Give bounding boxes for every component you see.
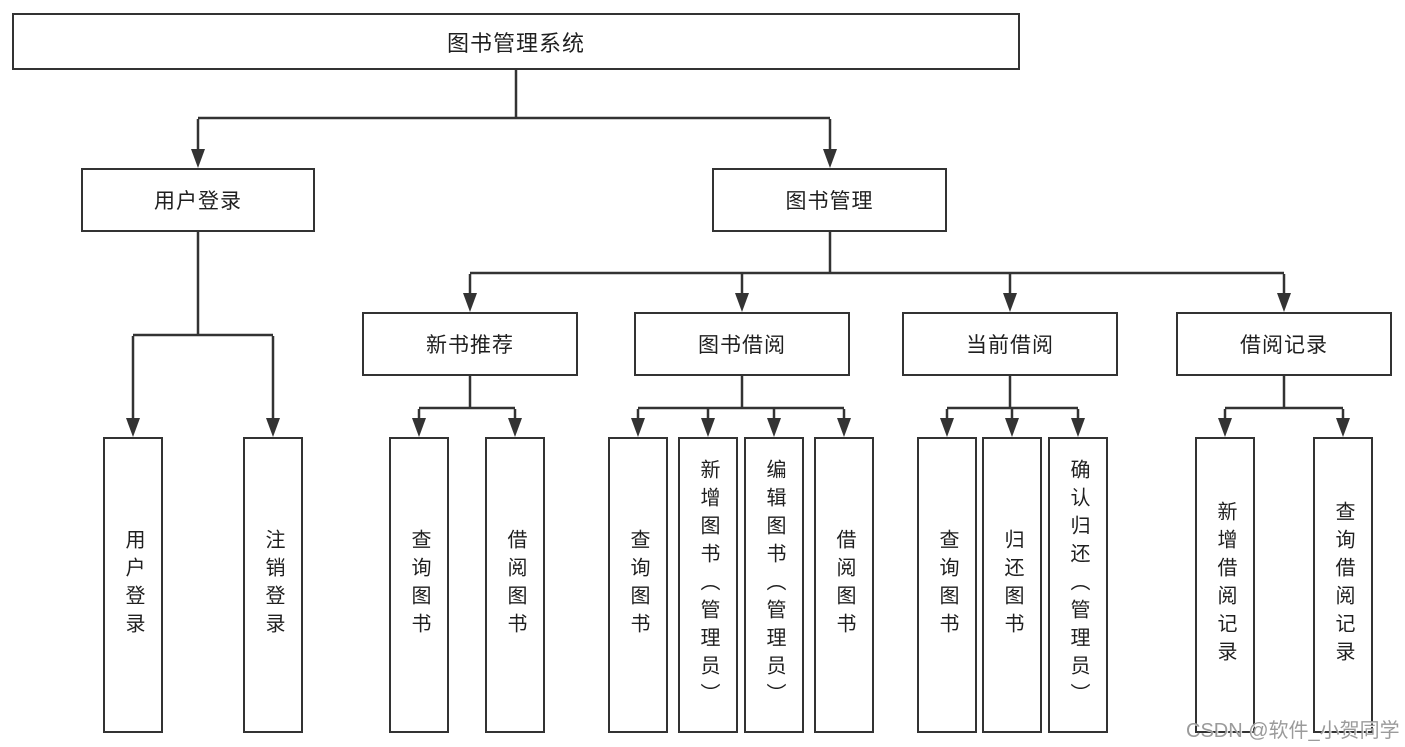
line <box>636 376 846 419</box>
node-borrow-books-borrowing: 借阅图书 <box>814 437 874 733</box>
node-confirm-return-admin: 确认归还（管理员） <box>1048 437 1108 733</box>
connector-current-borrowing-children <box>940 376 1085 437</box>
node-borrowing-records: 借阅记录 <box>1176 312 1392 376</box>
connector-root-to-level2 <box>191 70 837 168</box>
line <box>131 232 275 419</box>
arrowhead <box>126 418 140 437</box>
node-query-books-borrowing: 查询图书 <box>608 437 668 733</box>
node-book-borrowing: 图书借阅 <box>634 312 850 376</box>
connector-book-management-children <box>463 232 1291 312</box>
node-user-login-leaf: 用户登录 <box>103 437 163 733</box>
csdn-watermark: CSDN @软件_小贺同学 <box>1186 720 1400 742</box>
arrowhead <box>412 418 426 437</box>
node-book-management: 图书管理 <box>712 168 947 232</box>
arrowhead <box>1071 418 1085 437</box>
connector-book-borrowing-children <box>631 376 851 437</box>
node-new-book-recommendation: 新书推荐 <box>362 312 578 376</box>
arrowhead <box>735 293 749 312</box>
line <box>196 70 832 150</box>
connector-borrowing-records-children <box>1218 376 1350 437</box>
node-user-login: 用户登录 <box>81 168 315 232</box>
arrowhead <box>266 418 280 437</box>
arrowhead <box>701 418 715 437</box>
node-borrow-books-recommendation: 借阅图书 <box>485 437 545 733</box>
node-book-management-system: 图书管理系统 <box>12 13 1020 70</box>
arrowhead <box>823 149 837 168</box>
arrowhead <box>1005 418 1019 437</box>
node-query-borrow-record: 查询借阅记录 <box>1313 437 1373 733</box>
arrowhead <box>1277 293 1291 312</box>
connector-user-login-children <box>126 232 280 437</box>
node-current-borrowing: 当前借阅 <box>902 312 1118 376</box>
arrowhead <box>940 418 954 437</box>
node-add-books-admin: 新增图书（管理员） <box>678 437 738 733</box>
line <box>417 376 517 419</box>
line <box>1223 376 1345 419</box>
node-return-books: 归还图书 <box>982 437 1042 733</box>
arrowhead <box>508 418 522 437</box>
arrowhead <box>463 293 477 312</box>
line <box>945 376 1080 419</box>
line <box>468 232 1286 294</box>
arrowhead <box>1003 293 1017 312</box>
node-query-books-recommendation: 查询图书 <box>389 437 449 733</box>
arrowhead <box>631 418 645 437</box>
node-query-books-current: 查询图书 <box>917 437 977 733</box>
connector-new-book-recommendation-children <box>412 376 522 437</box>
node-add-borrow-record: 新增借阅记录 <box>1195 437 1255 733</box>
arrowhead <box>191 149 205 168</box>
node-edit-books-admin: 编辑图书（管理员） <box>744 437 804 733</box>
arrowhead <box>837 418 851 437</box>
arrowhead <box>1218 418 1232 437</box>
node-logout: 注销登录 <box>243 437 303 733</box>
arrowhead <box>1336 418 1350 437</box>
arrowhead <box>767 418 781 437</box>
